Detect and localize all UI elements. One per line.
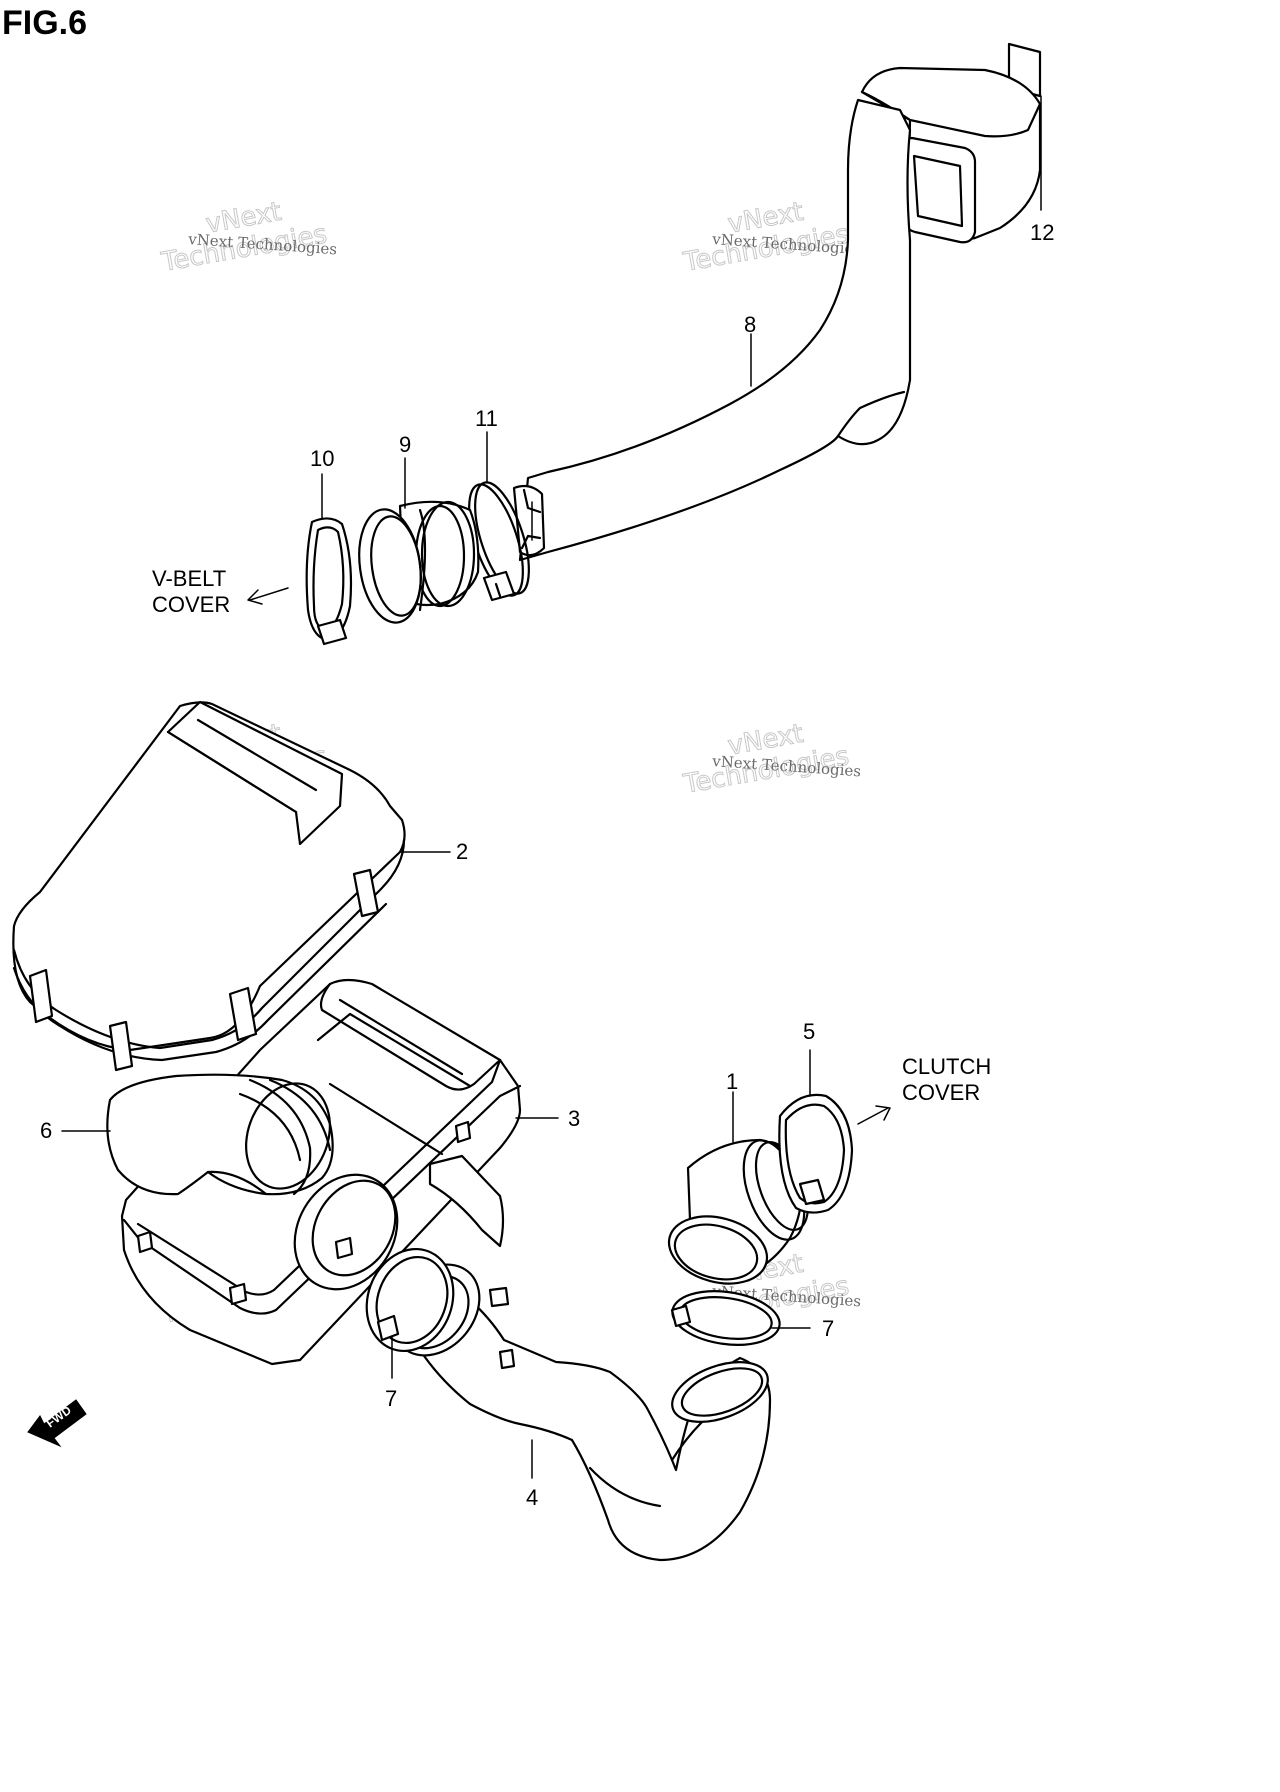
part-7-hose-clamp-right — [670, 1290, 781, 1346]
part-9-intake-boot — [358, 500, 480, 624]
callout-1: 1 — [726, 1069, 738, 1094]
callout-10: 10 — [310, 446, 334, 471]
clutch-cover-arrow-icon — [857, 1105, 891, 1125]
callout-7-right: 7 — [822, 1316, 834, 1341]
part-5-hose-clamp — [778, 1093, 854, 1214]
part-8-intake-duct — [512, 66, 1042, 562]
fwd-arrow-icon: FWD — [27, 1399, 87, 1448]
callout-12: 12 — [1030, 220, 1054, 245]
clutch-cover-note-line1: CLUTCH — [902, 1054, 991, 1079]
callout-9: 9 — [399, 432, 411, 457]
figure-title: FIG.6 — [2, 4, 87, 42]
callout-11: 11 — [475, 406, 498, 431]
part-6-intake-funnel — [106, 1073, 334, 1196]
callout-5: 5 — [803, 1019, 815, 1044]
clutch-cover-note-line2: COVER — [902, 1080, 980, 1105]
v-belt-cover-note-line1: V-BELT — [152, 566, 226, 591]
callout-4: 4 — [526, 1485, 538, 1510]
part-1-joint — [667, 1138, 810, 1285]
v-belt-cover-note-line2: COVER — [152, 592, 230, 617]
callout-8: 8 — [744, 312, 756, 337]
part-10-hose-clamp — [305, 517, 353, 646]
part-2-air-cleaner-cover — [12, 700, 406, 1072]
v-belt-cover-arrow-icon — [247, 587, 289, 605]
callout-6: 6 — [40, 1118, 52, 1143]
callout-2: 2 — [456, 839, 468, 864]
leader-lines — [61, 95, 1042, 1479]
callout-3: 3 — [568, 1106, 580, 1131]
callout-7-left: 7 — [385, 1386, 397, 1411]
